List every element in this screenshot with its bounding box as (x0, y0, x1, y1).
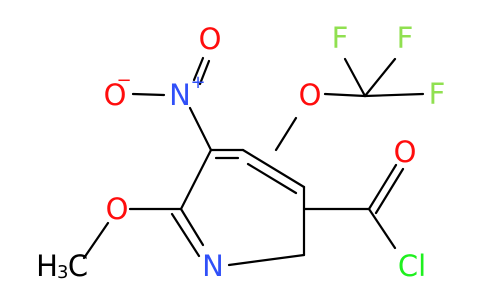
atom-methyl-h: H (36, 249, 58, 283)
nitro-minus-charge: − (116, 70, 131, 91)
bond-c2-c3 (179, 148, 213, 211)
bond-c-acyl-o-b (374, 167, 405, 215)
atom-labels: N N + O O − O F F F O H 3 C O Cl (36, 21, 445, 283)
atom-o-methoxy: O (106, 192, 129, 226)
bond-c4-c5 (241, 148, 306, 189)
atom-f1: F (332, 21, 349, 55)
atom-f3: F (429, 77, 446, 111)
nitro-plus-charge: + (190, 72, 205, 93)
bond-c4-o-ether (274, 116, 298, 152)
atom-cl: Cl (398, 249, 426, 283)
atom-methyl-c: C (68, 249, 88, 283)
bonds (82, 56, 425, 267)
bond-cf3-f2 (363, 57, 397, 98)
atom-o-nitro-top: O (199, 22, 222, 56)
atom-o-ether: O (299, 78, 322, 112)
atom-methyl-sub: 3 (57, 262, 68, 283)
bond-c3-n-nitro (188, 106, 213, 152)
bond-c4-c5-inner (246, 162, 298, 195)
atom-f2: F (397, 21, 414, 55)
bond-n1-c2-inner (170, 212, 201, 258)
atom-n-ring: N (202, 249, 224, 283)
bond-cf3-f1 (343, 57, 367, 98)
bond-c-acyl-cl (367, 207, 397, 250)
bond-n-o-top-a (192, 56, 205, 82)
bond-c6-n1 (227, 253, 306, 267)
bond-c-acyl-o-a (367, 163, 398, 211)
bond-o-cf3 (323, 92, 367, 98)
bond-n-o-top-b (198, 59, 211, 86)
atom-o-carbonyl: O (394, 135, 417, 169)
bond-cf3-f3 (363, 92, 425, 98)
atom-o-nitro-left: O (104, 78, 127, 112)
bond-n1-c2 (179, 207, 205, 247)
bond-n-o-left (131, 92, 166, 97)
bond-o-methyl (82, 221, 110, 260)
atom-n-nitro: N (169, 78, 191, 112)
